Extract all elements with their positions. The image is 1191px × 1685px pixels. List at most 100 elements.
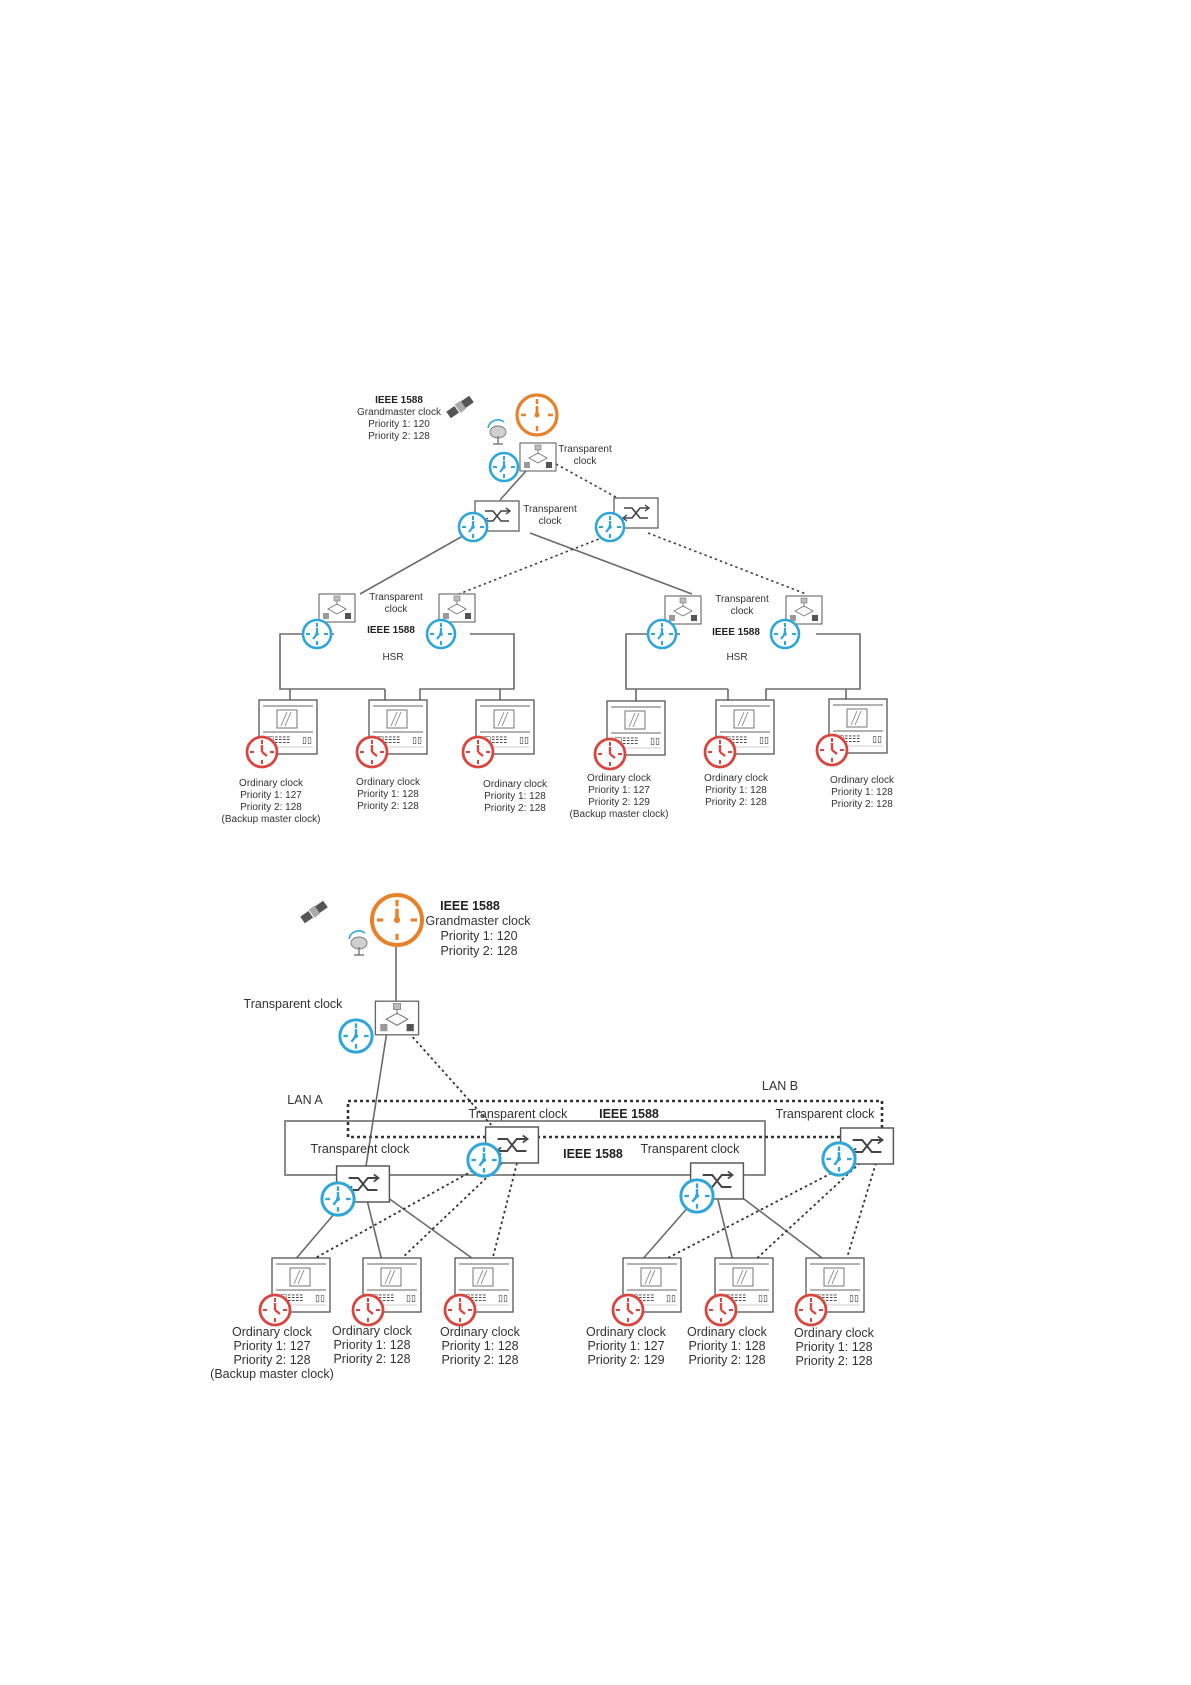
lan-a-tc-left: Transparent clock — [311, 1142, 411, 1156]
fig1-oc-labels: Ordinary clock Priority 1: 127 Priority … — [222, 773, 895, 825]
transparent-clock-icon — [320, 1181, 356, 1217]
oc-priority2: Priority 2: 129 — [587, 1353, 664, 1367]
figure-prp: IEEE 1588 Grandmaster clock Priority 1: … — [210, 893, 895, 1381]
oc-note: (Backup master clock) — [570, 809, 669, 820]
gm-priority1: Priority 1: 120 — [440, 929, 517, 943]
ring-right-tc-1: Transparent — [715, 594, 769, 605]
gm-priority1: Priority 1: 120 — [368, 419, 430, 430]
oc-name: Ordinary clock — [483, 779, 548, 790]
ordinary-clock-icon — [461, 735, 495, 769]
oc-priority1: Priority 1: 128 — [484, 791, 546, 802]
grandmaster-clock-icon — [515, 393, 559, 437]
oc-priority1: Priority 1: 127 — [233, 1339, 310, 1353]
ring-left-ieee: IEEE 1588 — [367, 625, 415, 636]
tc-mid-label-2: clock — [539, 516, 563, 527]
transparent-clock-icon — [425, 618, 457, 650]
transparent-clock-icon — [646, 618, 678, 650]
oc-name: Ordinary clock — [232, 1325, 313, 1339]
transparent-clock-icon — [679, 1178, 715, 1214]
ordinary-clock-icon — [351, 1293, 385, 1327]
tc-mid-label-1: Transparent — [523, 504, 577, 515]
redbox-icon — [519, 442, 557, 472]
oc-priority1: Priority 1: 128 — [688, 1339, 765, 1353]
tc-top-label: Transparent clock — [244, 997, 344, 1011]
oc-priority2: Priority 2: 128 — [240, 802, 302, 813]
redbox-icon — [438, 593, 476, 623]
oc-name: Ordinary clock — [830, 775, 895, 786]
oc-priority1: Priority 1: 128 — [357, 789, 419, 800]
oc-priority2: Priority 2: 128 — [357, 801, 419, 812]
satellite-icon — [300, 900, 328, 924]
ordinary-clock-icon — [443, 1293, 477, 1327]
ring-left-hsr: HSR — [382, 652, 403, 663]
oc-priority1: Priority 1: 128 — [795, 1340, 872, 1354]
oc-priority1: Priority 1: 128 — [831, 787, 893, 798]
ring-left-tc-1: Transparent — [369, 592, 423, 603]
oc-name: Ordinary clock — [687, 1325, 768, 1339]
transparent-clock-icon — [488, 451, 520, 483]
oc-priority2: Priority 2: 128 — [233, 1353, 310, 1367]
oc-note: (Backup master clock) — [210, 1367, 334, 1381]
ordinary-clock-icon — [794, 1293, 828, 1327]
oc-name: Ordinary clock — [794, 1326, 875, 1340]
ordinary-clock-icon — [815, 733, 849, 767]
oc-note: (Backup master clock) — [222, 814, 321, 825]
redbox-icon — [785, 595, 823, 625]
ring-right-ieee: IEEE 1588 — [712, 627, 760, 638]
oc-name: Ordinary clock — [704, 773, 769, 784]
ordinary-clock-icon — [611, 1293, 645, 1327]
lan-b-tc-left: Transparent clock — [469, 1107, 569, 1121]
gm-priority2: Priority 2: 128 — [368, 431, 430, 442]
transparent-clock-icon — [466, 1142, 502, 1178]
lan-a-ieee: IEEE 1588 — [563, 1147, 623, 1161]
oc-priority1: Priority 1: 127 — [587, 1339, 664, 1353]
tc-top-label-1: Transparent — [558, 444, 612, 455]
antenna-icon — [487, 419, 507, 445]
oc-priority1: Priority 1: 128 — [705, 785, 767, 796]
lan-a-box — [284, 1120, 766, 1176]
lan-b-ieee: IEEE 1588 — [599, 1107, 659, 1121]
oc-priority2: Priority 2: 129 — [588, 797, 650, 808]
ring-right-tc-2: clock — [731, 606, 755, 617]
oc-name: Ordinary clock — [440, 1325, 521, 1339]
fig2-oc-labels: Ordinary clock Priority 1: 127 Priority … — [210, 1324, 875, 1381]
ring-right-hsr: HSR — [726, 652, 747, 663]
redbox-icon — [664, 595, 702, 625]
figure-hsr: IEEE 1588 Grandmaster clock Priority 1: … — [222, 393, 895, 825]
redbox-icon — [318, 593, 356, 623]
gm-priority2: Priority 2: 128 — [440, 944, 517, 958]
tc-top-label-2: clock — [574, 456, 598, 467]
oc-name: Ordinary clock — [587, 773, 652, 784]
oc-name: Ordinary clock — [586, 1325, 667, 1339]
ordinary-clock-icon — [593, 737, 627, 771]
ordinary-clock-icon — [703, 735, 737, 769]
oc-priority2: Priority 2: 128 — [441, 1353, 518, 1367]
gm-title: IEEE 1588 — [440, 899, 500, 913]
lan-a-tc-right: Transparent clock — [641, 1142, 741, 1156]
oc-priority1: Priority 1: 128 — [333, 1338, 410, 1352]
ordinary-clock-icon — [245, 735, 279, 769]
ordinary-clock-icon — [258, 1293, 292, 1327]
lan-b-tc-right: Transparent clock — [776, 1107, 876, 1121]
transparent-clock-icon — [338, 1018, 374, 1054]
gm-subtitle: Grandmaster clock — [426, 914, 532, 928]
gm-subtitle: Grandmaster clock — [357, 407, 442, 418]
oc-priority2: Priority 2: 128 — [333, 1352, 410, 1366]
antenna-icon — [348, 930, 368, 956]
oc-priority2: Priority 2: 128 — [484, 803, 546, 814]
transparent-clock-icon — [769, 618, 801, 650]
oc-priority2: Priority 2: 128 — [831, 799, 893, 810]
oc-priority1: Priority 1: 127 — [240, 790, 302, 801]
grandmaster-clock-icon — [370, 893, 424, 947]
oc-priority2: Priority 2: 128 — [688, 1353, 765, 1367]
lan-b-box — [346, 1099, 884, 1139]
lan-b-label: LAN B — [762, 1079, 798, 1093]
lan-a-label: LAN A — [287, 1093, 323, 1107]
redbox-icon — [374, 1000, 420, 1036]
satellite-icon — [446, 395, 474, 419]
fig2-links — [293, 947, 827, 1262]
ring-left-tc-2: clock — [385, 604, 409, 615]
ordinary-clock-icon — [355, 735, 389, 769]
ordinary-clock-icon — [704, 1293, 738, 1327]
